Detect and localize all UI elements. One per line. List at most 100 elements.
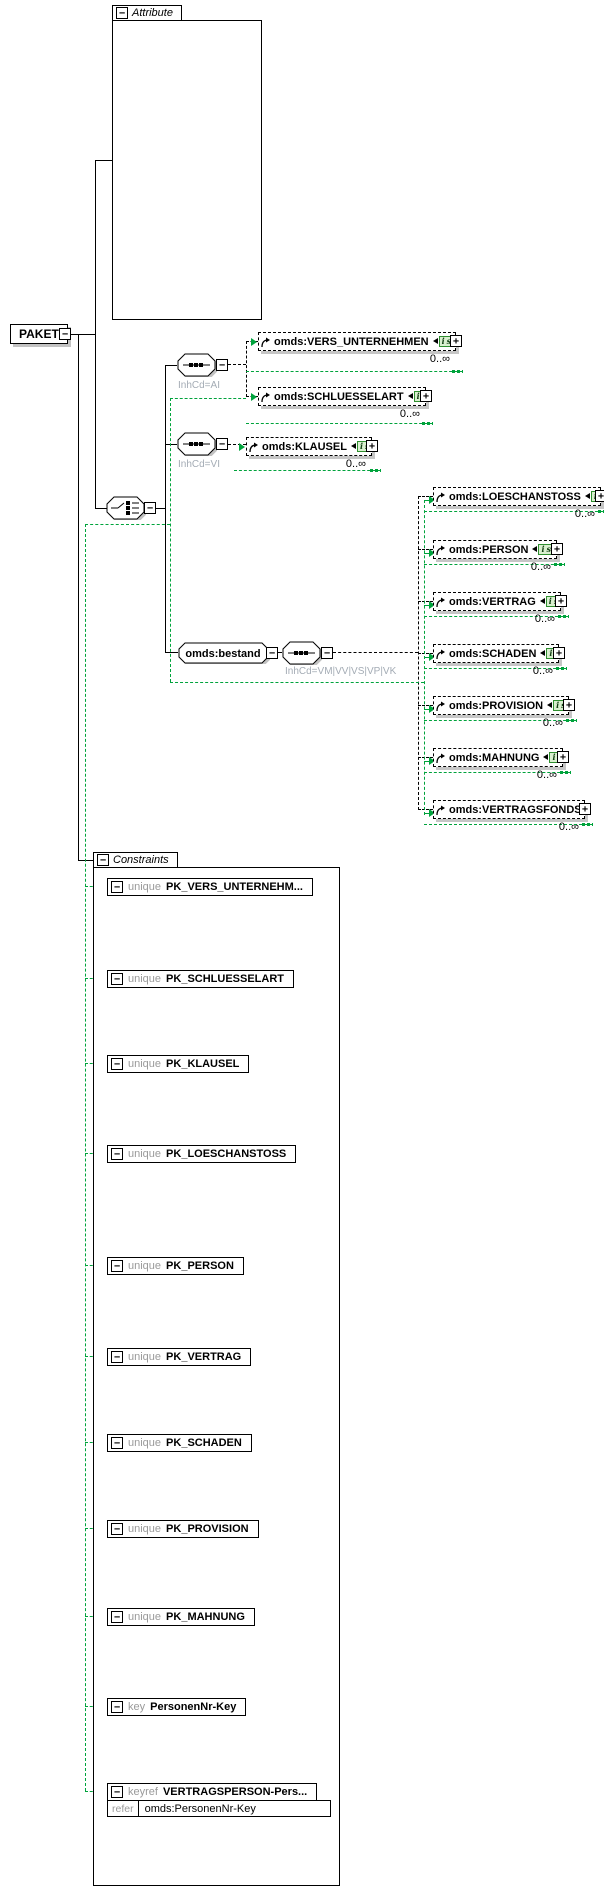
element-name: omds:SCHADEN [449,648,537,660]
tree-line [418,809,433,810]
expand-button[interactable]: + [579,803,591,815]
reference-arrow-icon [436,753,445,764]
collapse-icon[interactable]: − [111,1523,123,1535]
bestand-condition: InhCd=VM|VV|VS|VP|VK [285,666,397,677]
collapse-icon[interactable]: − [111,973,123,985]
constraint-link-line [424,709,430,710]
tree-line [418,705,433,706]
element-ref-vertragsfonds[interactable]: omds:VERTRAGSFONDS+0..∞ [433,800,591,833]
collapse-icon[interactable]: − [97,854,109,866]
expand-button[interactable]: + [450,335,462,347]
sequence-compositor-icon[interactable] [282,641,322,665]
constraint-link-dots [560,771,571,774]
element-ref-loeschanstoss[interactable]: omds:LOESCHANSTOSSis+0..∞ [433,487,604,520]
constraint-link-line [424,761,430,762]
tree-line [95,508,107,509]
expand-button[interactable]: + [563,699,575,711]
element-ref-vertrag[interactable]: omds:VERTRAGis+0..∞ [433,592,567,625]
sequence1-collapse-button[interactable]: − [216,359,228,371]
constraint-link-line [424,553,430,554]
expand-button[interactable]: + [366,440,378,452]
tree-line [78,334,79,860]
element-ref-klausel[interactable]: omds:KLAUSELis+0..∞ [246,437,378,470]
element-ref-mahnung[interactable]: omds:MAHNUNGis+0..∞ [433,748,569,781]
expand-button[interactable]: + [551,543,563,555]
attribute-header[interactable]: − Attribute [112,5,182,21]
constraint-kind: keyref [128,1786,158,1798]
reference-arrow-icon [261,337,270,348]
collapse-icon[interactable]: − [111,1058,123,1070]
bestand-collapse-button[interactable]: − [266,647,278,659]
element-ref-schaden[interactable]: omds:SCHADENis+0..∞ [433,644,565,677]
constraint-name: PK_PERSON [166,1260,234,1272]
occurrence-label: 0..∞ [542,717,563,729]
reference-arrow-icon [249,442,258,453]
sequence-compositor-icon[interactable] [177,432,217,456]
constraint-name: PK_SCHADEN [166,1437,242,1449]
tree-line [165,365,177,366]
bestand-element[interactable]: omds:bestand [178,642,270,664]
sequence-compositor-icon[interactable] [177,353,217,377]
expand-button[interactable]: + [553,647,565,659]
element-ref-schluesselart[interactable]: omds:SCHLUESSELARTis+0..∞ [258,387,432,420]
constraint-link-line [424,616,568,617]
constraint-link-dots [582,823,593,826]
collapse-icon[interactable]: − [111,1148,123,1160]
constraint-kind: unique [128,1351,162,1363]
constraint-kind: unique [128,1148,162,1160]
collapse-icon[interactable]: − [116,7,128,19]
expand-button[interactable]: + [555,595,567,607]
refer-value: omds:PersonenNr-Key [144,1802,256,1815]
bestand-label: omds:bestand [185,648,260,660]
sequence3-collapse-button[interactable]: − [321,647,333,659]
constraint-header[interactable]: −unique PK_VERTRAG [107,1348,252,1366]
constraints-header[interactable]: − Constraints [93,852,178,868]
choice-collapse-button[interactable]: − [144,502,156,514]
paket-collapse-button[interactable]: − [59,328,71,340]
paket-label: PAKET [19,327,59,341]
collapse-icon[interactable]: − [111,1701,123,1713]
constraint-link-line [246,371,462,372]
paket-element[interactable]: PAKET [10,324,68,344]
attribute-container [112,20,262,320]
sequence2-collapse-button[interactable]: − [216,438,228,450]
constraint-arrow-icon [407,393,413,400]
collapse-icon[interactable]: − [111,1260,123,1272]
element-name: omds:VERTRAG [449,596,536,608]
element-name: omds:KLAUSEL [262,441,347,453]
constraint-kind: unique [128,1611,162,1623]
expand-button[interactable]: + [595,490,604,502]
expand-button[interactable]: + [557,751,569,763]
constraint-link-line [85,524,170,525]
collapse-icon[interactable]: − [111,1437,123,1449]
expand-button[interactable]: + [420,390,432,402]
constraint-arrow-icon [547,702,553,709]
constraint-name: PK_VERTRAG [166,1351,242,1363]
collapse-icon[interactable]: − [111,1611,123,1623]
occurrence-label: 0..∞ [574,508,595,520]
collapse-icon[interactable]: − [111,1786,123,1798]
choice-compositor-icon[interactable] [106,496,146,520]
constraint-link-dots [452,370,463,373]
tree-line [418,496,433,497]
constraint-link-arrowhead [429,601,435,609]
collapse-icon[interactable]: − [111,1351,123,1363]
reference-arrow-icon [436,545,445,556]
occurrence-label: 0..∞ [530,561,551,573]
collapse-icon[interactable]: − [111,881,123,893]
